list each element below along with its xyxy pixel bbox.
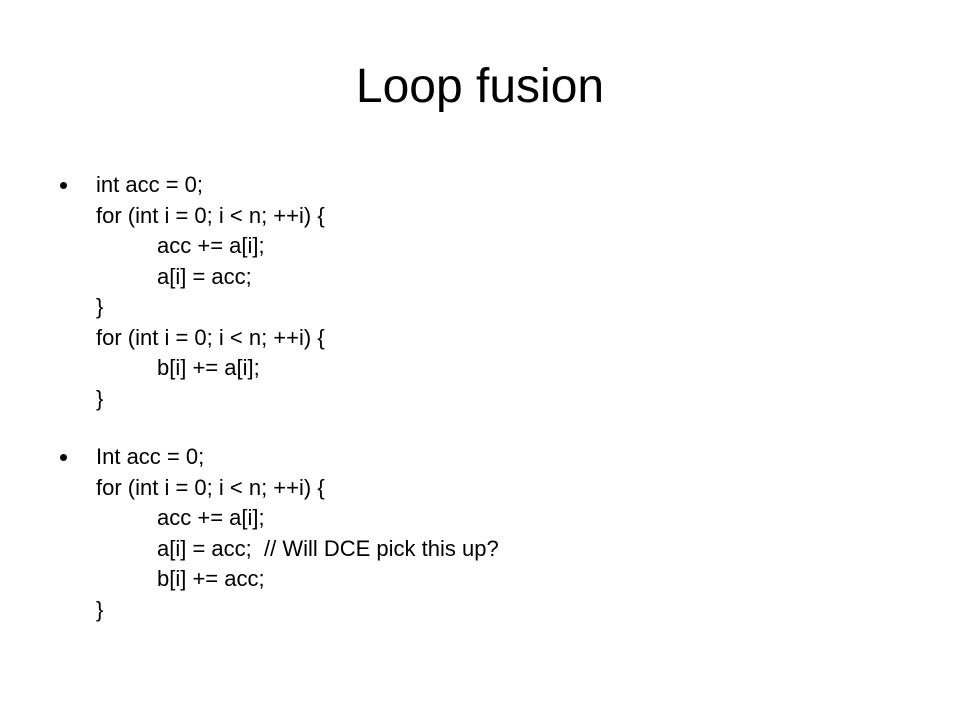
code-line: for (int i = 0; i < n; ++i) { <box>96 202 325 228</box>
code-line: } <box>96 385 104 411</box>
code-line: } <box>96 294 104 319</box>
code-line: acc += a[i]; <box>157 505 265 530</box>
bullet-dot-icon <box>60 182 67 189</box>
code-line: Int acc = 0; <box>96 444 205 469</box>
code-line: } <box>96 596 104 622</box>
code-line: b[i] += a[i]; <box>157 355 260 380</box>
slide-title: Loop fusion <box>355 60 605 113</box>
bullet-list: int acc = 0; for (int i = 0; i < n; ++i)… <box>60 170 920 625</box>
bullet-item-fused-loop: Int acc = 0; for (int i = 0; i < n; ++i)… <box>60 442 920 625</box>
code-line: int acc = 0; <box>96 172 204 197</box>
code-line: a[i] = acc; <box>157 263 252 289</box>
code-line: a[i] = acc; // Will DCE pick this up? <box>157 535 499 561</box>
code-line: b[i] += acc; <box>157 566 265 591</box>
bullet-dot-icon <box>60 454 67 461</box>
code-line: acc += a[i]; <box>157 233 265 258</box>
code-line: for (int i = 0; i < n; ++i) { <box>96 474 325 500</box>
code-line: for (int i = 0; i < n; ++i) { <box>96 324 325 350</box>
bullet-item-separate-loops: int acc = 0; for (int i = 0; i < n; ++i)… <box>60 170 920 414</box>
